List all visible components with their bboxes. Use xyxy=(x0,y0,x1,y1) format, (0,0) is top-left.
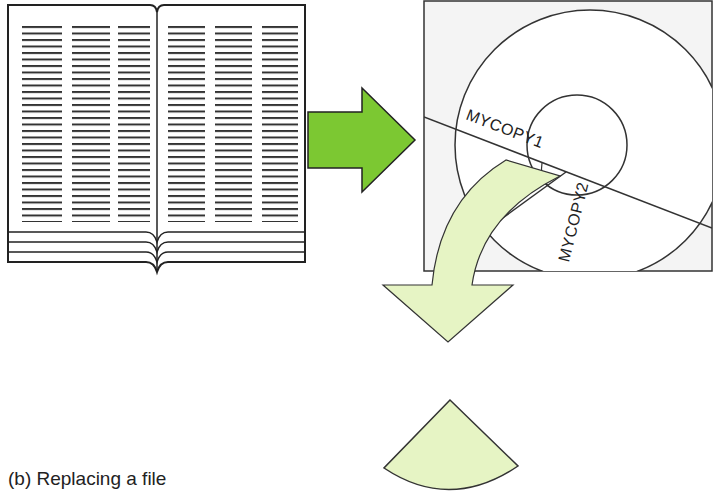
figure-caption: (b) Replacing a file xyxy=(8,469,166,488)
copy-arrow xyxy=(308,88,415,192)
open-book xyxy=(8,5,305,272)
extract-arrow xyxy=(383,160,560,342)
file-sector xyxy=(384,400,518,490)
